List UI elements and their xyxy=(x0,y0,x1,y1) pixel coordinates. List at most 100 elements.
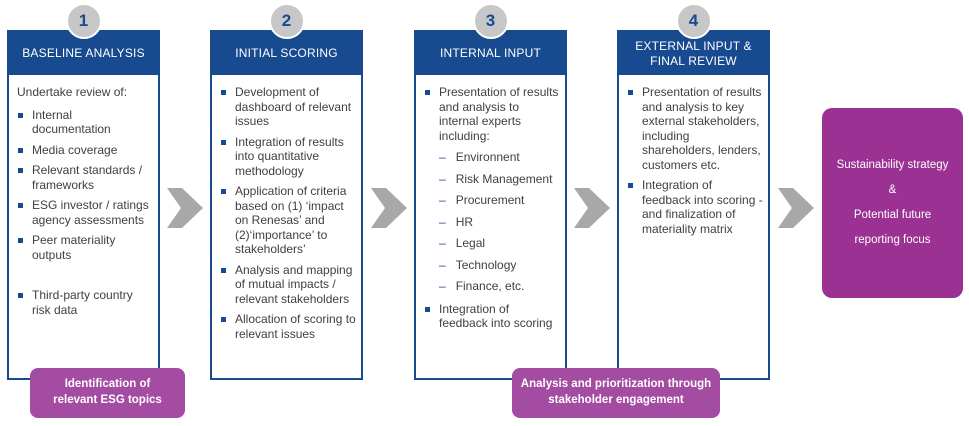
step-box: BASELINE ANALYSIS Undertake review of: I… xyxy=(7,30,160,380)
square-bullet-icon xyxy=(221,139,226,145)
list-item-text: Analysis and mapping of mutual impacts /… xyxy=(235,262,353,306)
sub-list-item: –Legal xyxy=(439,236,561,251)
list-item: Development of dashboard of relevant iss… xyxy=(219,85,357,129)
list-item: Analysis and mapping of mutual impacts /… xyxy=(219,263,357,307)
callout-text: Analysis and prioritization through stak… xyxy=(520,378,712,406)
sub-list-item-text: Finance, etc. xyxy=(455,279,525,294)
sub-list-item: –Environnent xyxy=(439,150,561,165)
dash-bullet-icon: – xyxy=(439,236,446,251)
sub-list-item: –Risk Management xyxy=(439,172,561,187)
sub-list-item-text: Environnent xyxy=(455,150,520,165)
outcome-line: & xyxy=(888,184,897,197)
list-item: Application of criteria based on (1) ‘im… xyxy=(219,184,357,257)
square-bullet-icon xyxy=(425,90,430,95)
step-number-badge: 1 xyxy=(65,3,102,39)
list-item-text: Media coverage xyxy=(32,142,118,157)
list-item-text: Third-party country risk data xyxy=(32,288,133,317)
step-body: Presentation of results and analysis to … xyxy=(416,75,565,337)
list-item-text: ESG investor / ratings agency assessment… xyxy=(32,198,149,227)
outcome-line: Potential future xyxy=(853,209,932,221)
step-box: INTERNAL INPUT Presentation of results a… xyxy=(414,30,567,380)
dash-bullet-icon: – xyxy=(439,171,446,186)
step-title: EXTERNAL INPUT & FINAL REVIEW xyxy=(619,32,768,75)
step-intro: Undertake review of: xyxy=(17,85,128,99)
list-item: Allocation of scoring to relevant issues xyxy=(219,312,357,341)
step-number: 4 xyxy=(688,11,699,30)
square-bullet-icon xyxy=(221,90,226,95)
outcome-box-sustainability-strategy: Sustainability strategy & Potential futu… xyxy=(822,108,963,298)
outcome-line: reporting focus xyxy=(854,233,931,246)
sub-list-item: –Technology xyxy=(439,258,561,273)
sub-list-item: –HR xyxy=(439,215,561,230)
step-column-baseline-analysis: 1 BASELINE ANALYSIS Undertake review of:… xyxy=(7,3,160,380)
step-number: 2 xyxy=(281,11,292,30)
callout-analysis-prioritization: Analysis and prioritization through stak… xyxy=(512,368,720,418)
step-box: EXTERNAL INPUT & FINAL REVIEW Presentati… xyxy=(617,30,770,380)
step-number-badge: 2 xyxy=(268,3,305,39)
list-item: Relevant standards / frameworks xyxy=(16,163,154,192)
list-item-text: Integration of feedback into scoring - a… xyxy=(642,178,763,236)
list-item-text: Development of dashboard of relevant iss… xyxy=(235,85,352,129)
chevron-right-arrow-icon xyxy=(778,188,814,228)
step-body: Undertake review of: Internal documentat… xyxy=(9,75,158,323)
square-bullet-icon xyxy=(628,90,633,95)
list-item-text: Integration of results into quantitative… xyxy=(235,134,344,178)
list-item: Integration of feedback into scoring - a… xyxy=(626,178,764,236)
list-item: Third-party country risk data xyxy=(16,288,154,317)
sub-list-item-text: Technology xyxy=(455,257,517,272)
list-item: Integration of results into quantitative… xyxy=(219,135,357,179)
sub-list-item: –Finance, etc. xyxy=(439,279,561,294)
step-box: INITIAL SCORING Development of dashboard… xyxy=(210,30,363,380)
sub-list-item: –Procurement xyxy=(439,193,561,208)
square-bullet-icon xyxy=(425,306,430,312)
chevron-right-arrow-icon xyxy=(574,188,610,228)
list-item: Integration of feedback into scoring xyxy=(423,302,561,331)
list-item-text: Presentation of results and analysis to … xyxy=(642,85,762,172)
step-number-badge: 3 xyxy=(472,3,509,39)
chevron-right-arrow-icon xyxy=(167,188,203,228)
callout-text: Identification of relevant ESG topics xyxy=(53,378,162,406)
square-bullet-icon xyxy=(18,293,23,299)
square-bullet-icon xyxy=(221,317,226,323)
list-item-text: Relevant standards / frameworks xyxy=(32,163,143,192)
step-title: BASELINE ANALYSIS xyxy=(9,32,158,75)
square-bullet-icon xyxy=(18,147,23,153)
dash-bullet-icon: – xyxy=(439,214,446,229)
square-bullet-icon xyxy=(221,189,226,195)
square-bullet-icon xyxy=(18,203,23,209)
list-item: ESG investor / ratings agency assessment… xyxy=(16,198,154,227)
sub-list-item-text: Procurement xyxy=(455,193,525,208)
list-item-text: Allocation of scoring to relevant issues xyxy=(235,312,356,341)
square-bullet-icon xyxy=(628,183,633,189)
dash-bullet-icon: – xyxy=(439,193,446,208)
sub-list-item-text: Legal xyxy=(455,236,486,251)
step-number-badge: 4 xyxy=(675,3,712,39)
sub-list-item-text: HR xyxy=(455,214,474,229)
list-item-text: Peer materiality outputs xyxy=(32,233,116,262)
dash-bullet-icon: – xyxy=(439,279,446,294)
step-number: 3 xyxy=(485,11,496,30)
list-item-text: Application of criteria based on (1) ‘im… xyxy=(235,184,347,257)
list-item: Internal documentation xyxy=(16,108,154,137)
list-item-text: Presentation of results and analysis to … xyxy=(439,85,559,143)
callout-identification-esg-topics: Identification of relevant ESG topics xyxy=(30,368,185,418)
square-bullet-icon xyxy=(18,168,23,174)
list-item: Presentation of results and analysis to … xyxy=(626,85,764,172)
step-title: INTERNAL INPUT xyxy=(416,32,565,75)
list-item-text: Internal documentation xyxy=(32,107,111,137)
sub-list-item-text: Risk Management xyxy=(455,171,553,186)
step-body: Presentation of results and analysis to … xyxy=(619,75,768,242)
list-item: Media coverage xyxy=(16,143,154,158)
outcome-line: Sustainability strategy xyxy=(836,159,949,172)
step-column-initial-scoring: 2 INITIAL SCORING Development of dashboa… xyxy=(210,3,363,380)
step-body: Development of dashboard of relevant iss… xyxy=(212,75,361,347)
list-item-text: Integration of feedback into scoring xyxy=(439,301,553,331)
step-column-internal-input: 3 INTERNAL INPUT Presentation of results… xyxy=(414,3,567,380)
square-bullet-icon xyxy=(221,267,226,273)
list-item: Peer materiality outputs xyxy=(16,233,154,262)
square-bullet-icon xyxy=(18,238,23,244)
list-item: Presentation of results and analysis to … xyxy=(423,85,561,143)
step-title: INITIAL SCORING xyxy=(212,32,361,75)
step-number: 1 xyxy=(78,11,89,30)
